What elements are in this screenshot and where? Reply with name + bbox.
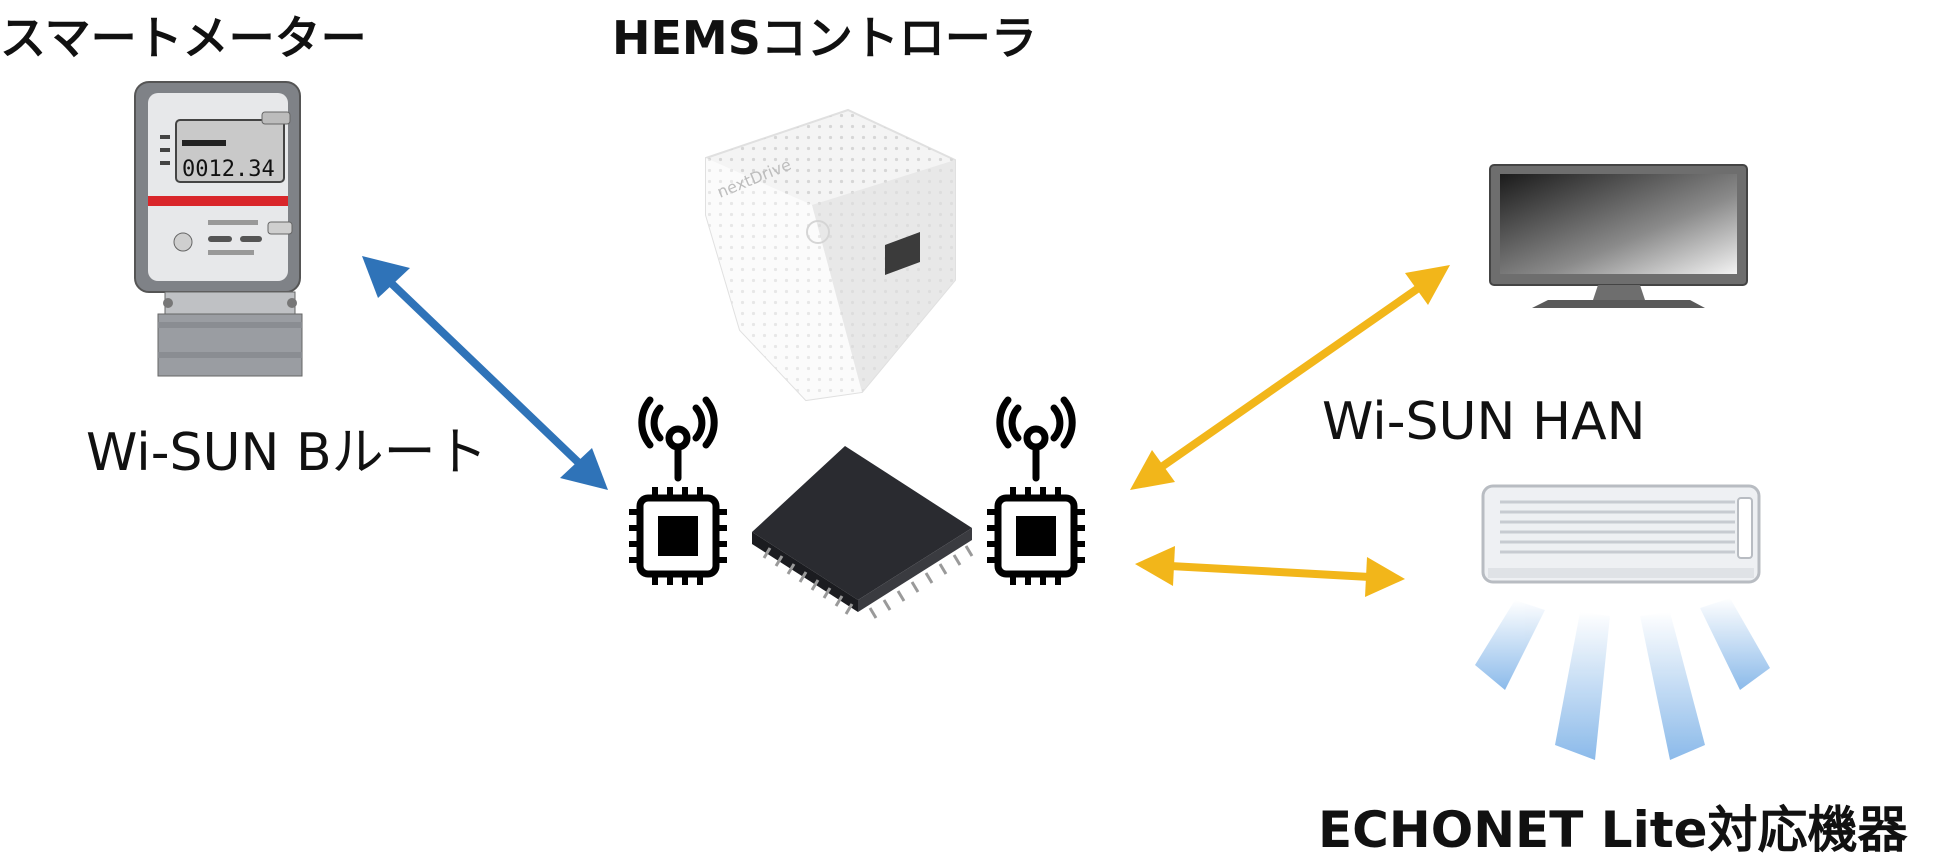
tv-icon — [1489, 164, 1748, 308]
wisun-broute-label: Wi-SUN Bルート — [86, 423, 488, 483]
wisun-broute-arrow — [362, 256, 608, 490]
air-conditioner-icon — [1481, 484, 1761, 584]
wisun-han-arrow-aircon — [1135, 546, 1405, 597]
wisun-han-arrow-tv — [1130, 265, 1450, 490]
chip-small-icon — [629, 487, 727, 585]
chip-small-icon — [987, 487, 1085, 585]
left-radio-module — [629, 396, 727, 585]
airflow-icon — [1475, 598, 1770, 760]
smart-meter-icon: 0012.34 — [134, 81, 303, 377]
meter-reading: 0012.34 — [182, 157, 275, 182]
smart-meter-title: スマートメーター — [0, 11, 367, 65]
hems-controller-title: HEMSコントローラ — [612, 11, 1037, 65]
wisun-han-label: Wi-SUN HAN — [1322, 392, 1646, 452]
antenna-icon — [638, 396, 718, 482]
right-radio-module — [987, 396, 1085, 585]
antenna-icon — [996, 396, 1076, 482]
hems-cube-icon: nextDrive — [705, 108, 956, 402]
chip-icon — [752, 446, 974, 619]
